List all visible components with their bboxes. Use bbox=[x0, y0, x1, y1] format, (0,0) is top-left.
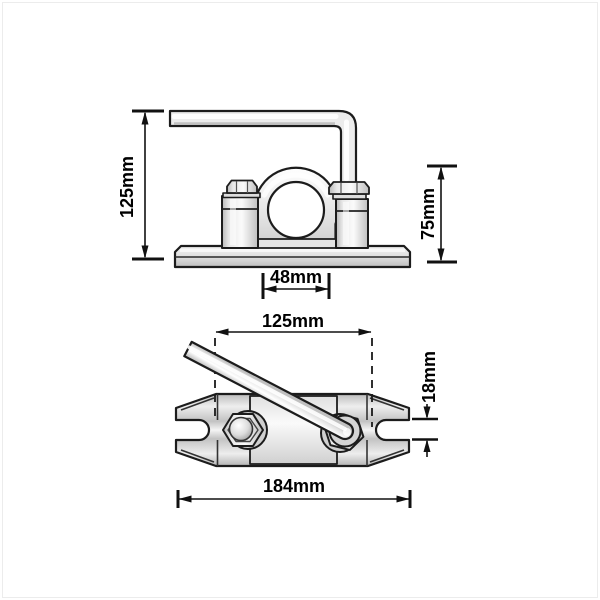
dim-overall-height bbox=[132, 109, 164, 261]
dim-label-body-height: 75mm bbox=[418, 188, 438, 240]
dim-label-overall-height: 125mm bbox=[117, 156, 137, 218]
clamp-lower-body bbox=[255, 238, 339, 249]
dim-slot-spacing bbox=[215, 328, 372, 336]
handle-plan-highlight bbox=[187, 345, 347, 431]
right-bolt-column bbox=[335, 198, 369, 249]
dim-label-slot-spacing: 125mm bbox=[262, 311, 324, 331]
extension-lines-dashed bbox=[214, 338, 373, 427]
left-bolt-head bbox=[226, 179, 258, 194]
plan-view: 125mm 18mm 184mm bbox=[174, 311, 439, 508]
dim-body-height bbox=[427, 164, 457, 264]
right-bolt-nut bbox=[328, 181, 370, 195]
left-bolt-column bbox=[221, 195, 259, 249]
handle-end-highlight bbox=[343, 428, 351, 436]
dim-bore-diameter bbox=[261, 273, 331, 299]
tube-bore-hole bbox=[266, 180, 326, 240]
dim-label-slot-width: 18mm bbox=[419, 351, 439, 403]
dim-slot-width bbox=[412, 404, 438, 457]
plan-left-nut-dome bbox=[228, 416, 254, 442]
dim-label-overall-length: 184mm bbox=[263, 476, 325, 496]
clamp-dome-highlight bbox=[261, 172, 331, 198]
side-view: 125mm 75mm 48mm bbox=[117, 109, 457, 299]
dim-label-bore-diameter: 48mm bbox=[270, 267, 322, 287]
handle-bar-side bbox=[168, 109, 358, 185]
dim-overall-length bbox=[176, 490, 412, 508]
plan-plate-detail-lines bbox=[180, 394, 405, 466]
